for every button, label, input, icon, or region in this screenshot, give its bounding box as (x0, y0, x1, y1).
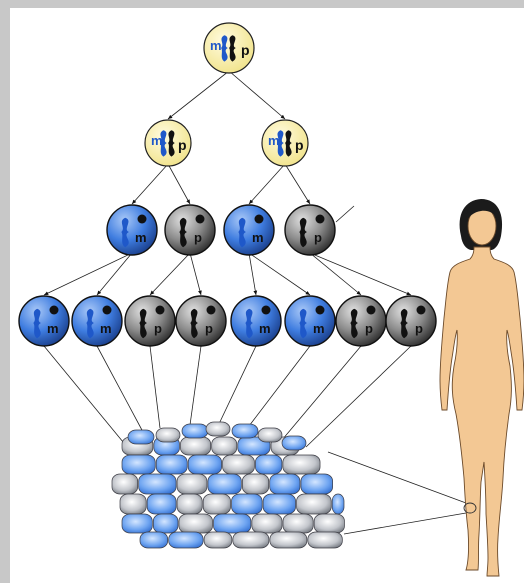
tissue-cell (188, 455, 221, 474)
tissue-cell (314, 514, 344, 533)
tissue-cell (252, 514, 282, 533)
maternal-label: m (259, 321, 271, 336)
tissue-cell (156, 428, 180, 442)
maternal-active-cell: m (224, 205, 274, 255)
tissue-cell (242, 474, 268, 494)
tissue-cell (270, 532, 307, 548)
paternal-label: p (295, 137, 304, 153)
tissue-cell (283, 514, 313, 533)
paternal-label: p (314, 230, 322, 245)
tissue-cell (203, 494, 230, 514)
tissue-cell (122, 455, 155, 474)
tissue-cell (179, 514, 213, 533)
maternal-label: m (47, 321, 59, 336)
paternal-active-cell: p (125, 296, 175, 346)
paternal-active-cell: p (285, 205, 335, 255)
tissue-patch (112, 422, 344, 548)
tissue-cell (332, 494, 344, 514)
paternal-label: p (154, 321, 162, 336)
maternal-active-cell: m (231, 296, 281, 346)
maternal-label: m (151, 133, 163, 148)
paternal-label: p (194, 230, 202, 245)
tissue-cell (214, 514, 251, 533)
tissue-cell (208, 474, 241, 494)
paternal-label: p (365, 321, 373, 336)
tissue-cell (282, 436, 306, 450)
maternal-active-cell: m (72, 296, 122, 346)
paternal-active-cell: p (386, 296, 436, 346)
tissue-cell (177, 474, 207, 494)
maternal-label: m (313, 321, 325, 336)
tissue-cell (258, 428, 282, 442)
tissue-cell (223, 455, 255, 474)
paternal-label: p (178, 137, 187, 153)
paternal-active-cell: p (176, 296, 226, 346)
tissue-cell (233, 532, 269, 548)
tissue-cell (308, 532, 342, 548)
tissue-cell (263, 494, 295, 514)
tissue-cell (212, 437, 237, 455)
tissue-cell (283, 455, 320, 474)
tissue-cell (122, 514, 152, 533)
tissue-cell (270, 474, 300, 494)
tissue-cell (232, 424, 258, 438)
maternal-label: m (100, 321, 112, 336)
tissue-cell (206, 422, 230, 436)
tissue-cell (120, 494, 146, 514)
tissue-cell (147, 494, 176, 514)
human-figure (440, 199, 524, 576)
tissue-cell (140, 532, 168, 548)
paternal-label: p (205, 321, 213, 336)
maternal-label: m (135, 230, 147, 245)
maternal-active-cell: m (285, 296, 335, 346)
tissue-cell (139, 474, 176, 494)
tissue-cell (255, 455, 281, 474)
maternal-label: m (252, 230, 264, 245)
tissue-cell (156, 455, 187, 474)
tissue-cell (128, 430, 154, 444)
tissue-cell (180, 437, 210, 455)
paternal-active-cell: p (165, 205, 215, 255)
maternal-label: m (268, 133, 280, 148)
paternal-active-cell: p (336, 296, 386, 346)
tissue-cell (177, 494, 202, 514)
tissue-cell (301, 474, 333, 494)
maternal-active-cell: m (19, 296, 69, 346)
maternal-label: m (210, 38, 222, 53)
tissue-cell (112, 474, 138, 494)
tissue-cell (153, 514, 178, 533)
tissue-cell (232, 494, 263, 514)
tissue-cell (169, 532, 203, 548)
tissue-cell (297, 494, 332, 514)
paternal-label: p (415, 321, 423, 336)
tissue-cell (182, 424, 208, 438)
maternal-active-cell: m (107, 205, 157, 255)
paternal-label: p (241, 42, 250, 58)
tissue-cell (204, 532, 232, 548)
